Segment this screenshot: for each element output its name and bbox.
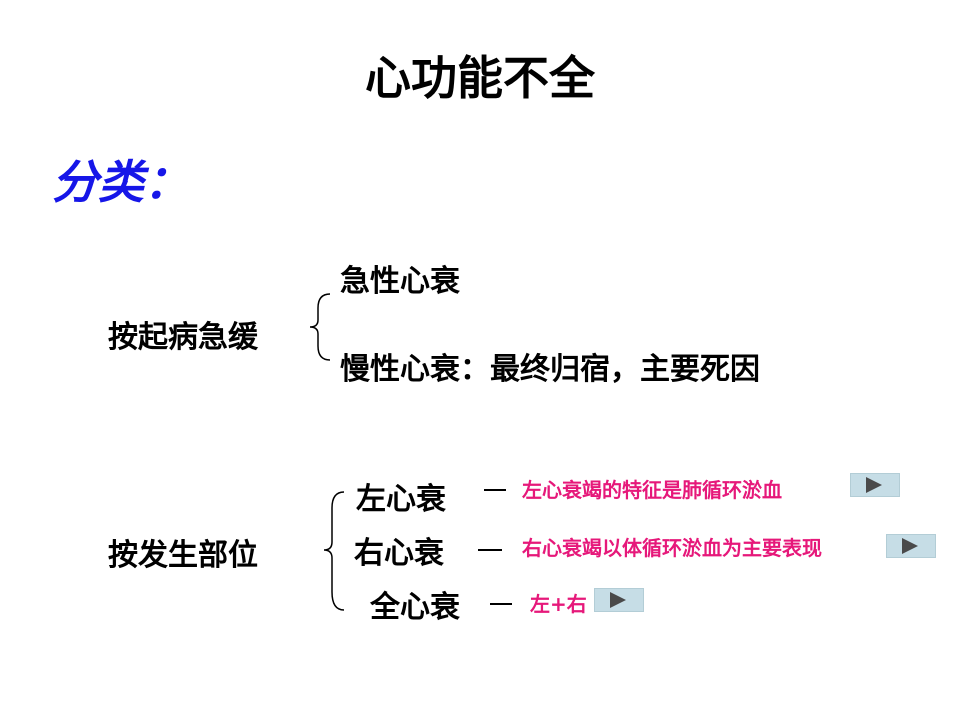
connector-dash — [484, 489, 506, 491]
category-location-label: 按发生部位 — [108, 538, 258, 573]
right-heart-failure-note: 右心衰竭以体循环淤血为主要表现 — [522, 536, 822, 560]
total-heart-failure-note: 左+右 — [530, 592, 587, 616]
brace-location — [323, 491, 345, 611]
right-heart-failure: 右心衰 — [354, 536, 444, 571]
section-heading: 分类： — [52, 155, 190, 209]
slide-title: 心功能不全 — [365, 51, 595, 105]
left-heart-failure: 左心衰 — [356, 482, 446, 517]
play-button[interactable] — [850, 473, 900, 497]
brace-onset — [309, 293, 331, 361]
total-heart-failure: 全心衰 — [370, 590, 460, 625]
play-icon — [902, 538, 918, 554]
category-onset-label: 按起病急缓 — [108, 320, 258, 355]
play-button[interactable] — [886, 534, 936, 558]
left-heart-failure-note: 左心衰竭的特征是肺循环淤血 — [522, 478, 782, 502]
play-icon — [866, 477, 882, 493]
play-button[interactable] — [594, 588, 644, 612]
acute-heart-failure: 急性心衰 — [340, 264, 460, 299]
connector-dash — [490, 603, 512, 605]
play-icon — [610, 592, 626, 608]
chronic-heart-failure: 慢性心衰：最终归宿，主要死因 — [340, 352, 760, 387]
connector-dash — [478, 549, 502, 551]
